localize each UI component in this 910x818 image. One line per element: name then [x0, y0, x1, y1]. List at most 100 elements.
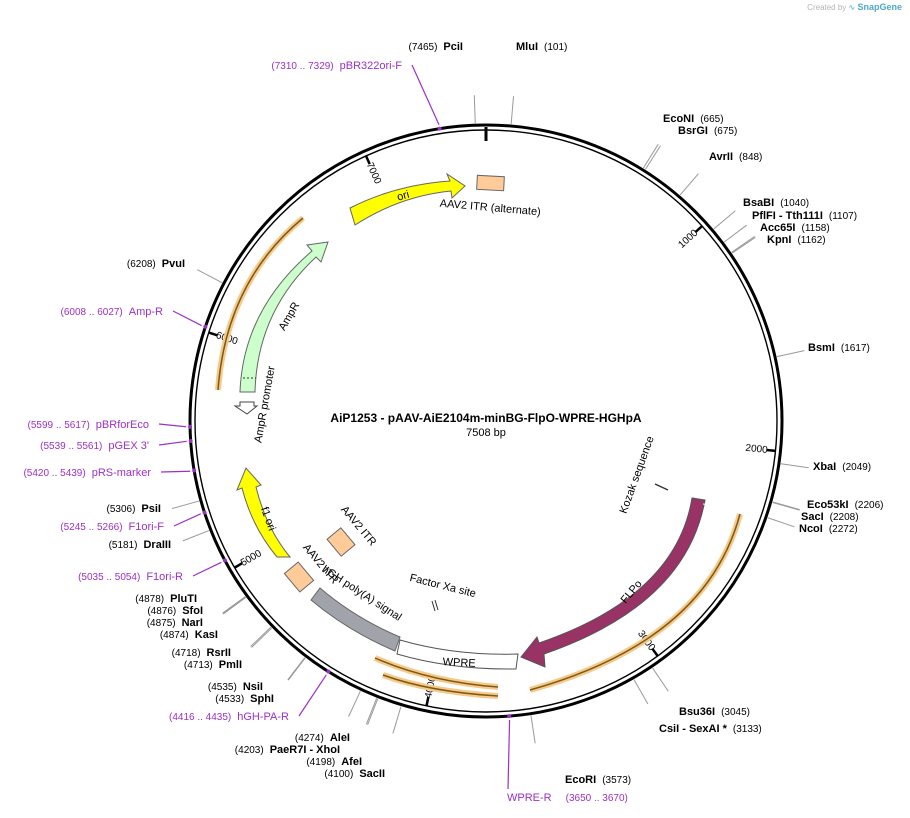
enzyme-position: (5306)	[107, 504, 136, 515]
enzyme-label[interactable]: (4533)SphI	[215, 693, 274, 705]
enzyme-leader	[530, 715, 536, 744]
primer-name: pRS-marker	[92, 467, 152, 479]
enzyme-label[interactable]: MluI(101)	[516, 41, 567, 53]
enzyme-name: PluTI	[170, 593, 197, 605]
enzyme-position: (1158)	[801, 223, 829, 234]
primer-site-marker	[188, 424, 193, 429]
ampr-promoter-feature[interactable]	[233, 401, 259, 415]
enzyme-label[interactable]: (4203)PaeR7I - XhoI	[235, 744, 340, 756]
primer-bind-arc-3-line	[374, 657, 499, 688]
primer-site-marker	[203, 324, 208, 329]
primer-site-marker	[437, 126, 442, 131]
enzyme-label[interactable]: (4718) RsrII	[172, 647, 231, 659]
wpre-feature[interactable]	[396, 639, 519, 670]
enzyme-position: (2049)	[842, 462, 871, 473]
enzyme-label[interactable]: PflFI - Tth111I(1107)	[752, 210, 857, 222]
enzyme-label[interactable]: BsmI (1617)	[808, 342, 870, 354]
primer-label[interactable]: (5035 .. 5054)F1ori-R	[78, 571, 183, 583]
enzyme-position: (1162)	[797, 235, 825, 246]
enzyme-name: RsrII	[207, 647, 231, 659]
enzyme-label[interactable]: CsiI - SexAI *(3133)	[659, 723, 762, 735]
primer-label[interactable]: (5420 .. 5439) pRS-marker	[23, 467, 151, 479]
primer-labels: (7310 .. 7329)pBR322ori-F(6008 .. 6027)A…	[23, 60, 627, 804]
primer-label[interactable]: (5245 .. 5266)F1ori-F	[60, 521, 164, 533]
primer-label[interactable]: (5539 .. 5561)pGEX 3'	[40, 440, 149, 452]
ampr-label: AmpR	[277, 300, 303, 333]
primer-site-marker	[326, 669, 331, 674]
enzyme-label[interactable]: (7465)PciI	[409, 41, 463, 53]
enzyme-label[interactable]: (4878) PluTI	[135, 593, 197, 605]
enzyme-label[interactable]: (5306)PsiI	[107, 503, 161, 515]
enzyme-label[interactable]: AvrII(848)	[709, 151, 762, 163]
enzyme-label[interactable]: (4713)PmlI	[184, 659, 242, 671]
primer-label[interactable]: WPRE-R(3650 .. 3670)	[507, 792, 628, 804]
enzyme-label[interactable]: BsaBI(1040)	[743, 197, 809, 209]
enzyme-label[interactable]: Eco53kI(2206)	[807, 499, 884, 511]
enzyme-label[interactable]: XbaI(2049)	[813, 461, 871, 473]
enzyme-label[interactable]: (4198)AfeI	[306, 756, 362, 768]
enzyme-name: BsrGI	[678, 125, 708, 137]
primer-label[interactable]: (5599 .. 5617) pBRforEco	[28, 419, 149, 431]
enzyme-label[interactable]: (4876)SfoI	[147, 605, 203, 617]
ampr-feature[interactable]	[239, 241, 329, 393]
enzyme-name: SacII	[359, 768, 385, 780]
primer-site-marker	[507, 714, 512, 719]
f1-ori-feature[interactable]	[236, 467, 292, 558]
enzyme-position: (1617)	[841, 343, 870, 354]
primer-range: (5420 .. 5439)	[23, 468, 85, 479]
enzyme-leader	[713, 210, 736, 230]
primer-name: F1ori-F	[129, 521, 165, 533]
enzyme-label[interactable]: (4874)KasI	[160, 629, 218, 641]
flpo-feature[interactable]	[520, 497, 706, 668]
primer-name: pBRforEco	[96, 419, 149, 431]
primer-label[interactable]: (4416 .. 4435)hGH-PA-R	[169, 711, 289, 723]
created-by-text: Created by	[807, 3, 847, 12]
enzyme-leader	[679, 173, 699, 196]
enzyme-leader	[348, 691, 361, 717]
enzyme-name: BsmI	[808, 342, 835, 354]
enzyme-label[interactable]: (4100)SacII	[324, 768, 385, 780]
enzyme-label[interactable]: NcoI(2272)	[799, 523, 858, 535]
enzyme-name: PvuI	[162, 258, 185, 270]
enzyme-label[interactable]: Bsu36I(3045)	[679, 706, 750, 718]
enzyme-label[interactable]: (6208)PvuI	[127, 258, 185, 270]
enzyme-leader	[287, 657, 306, 681]
enzyme-label[interactable]: BsrGI(675)	[678, 125, 737, 137]
wpre-label: WPRE	[442, 656, 476, 670]
tick-5000	[234, 562, 244, 569]
primer-range: (5599 .. 5617)	[28, 420, 90, 431]
enzyme-label[interactable]: Acc65I(1158)	[760, 222, 830, 234]
primer-label[interactable]: (6008 .. 6027)Amp-R	[61, 306, 164, 318]
kozak-label: Kozak sequence	[618, 435, 657, 516]
enzyme-leader	[642, 143, 659, 169]
enzyme-label[interactable]: (4274)AleI	[295, 732, 350, 744]
enzyme-position: (4874)	[160, 630, 189, 641]
enzyme-label[interactable]: (4535)NsiI	[208, 681, 263, 693]
enzyme-position: (4718)	[172, 648, 201, 659]
enzyme-leader	[780, 463, 809, 469]
factor-xa-mark-2	[434, 599, 439, 611]
enzyme-label[interactable]: (5181)DraIII	[109, 539, 171, 551]
primer-leader	[172, 310, 202, 327]
itr-box-left[interactable]	[283, 561, 315, 593]
enzyme-name: PflFI - Tth111I	[752, 210, 823, 222]
enzyme-position: (4533)	[215, 694, 244, 705]
primer-site-marker	[192, 468, 197, 473]
enzyme-label[interactable]: (4875)NarI	[147, 617, 203, 629]
enzyme-label[interactable]: EcoNI(665)	[663, 113, 724, 125]
enzyme-position: (4274)	[295, 733, 324, 744]
backbone-outer	[188, 123, 784, 719]
enzyme-label[interactable]: EcoRI(3573)	[565, 774, 631, 786]
ori-feature[interactable]	[349, 172, 466, 226]
enzyme-label[interactable]: SacI(2208)	[801, 511, 859, 523]
factor-xa-label: Factor Xa site	[408, 572, 477, 600]
primer-label[interactable]: (7310 .. 7329)pBR322ori-F	[271, 60, 402, 72]
snapgene-logo-icon: ∿	[848, 3, 856, 12]
enzyme-label[interactable]: KpnI(1162)	[767, 234, 826, 246]
primer-range: (6008 .. 6027)	[61, 307, 123, 318]
enzyme-position: (4878)	[135, 594, 164, 605]
hgh-polya-feature[interactable]	[310, 587, 401, 652]
itr-alternate-box[interactable]	[476, 174, 505, 192]
itr-box-inner[interactable]	[326, 527, 356, 557]
